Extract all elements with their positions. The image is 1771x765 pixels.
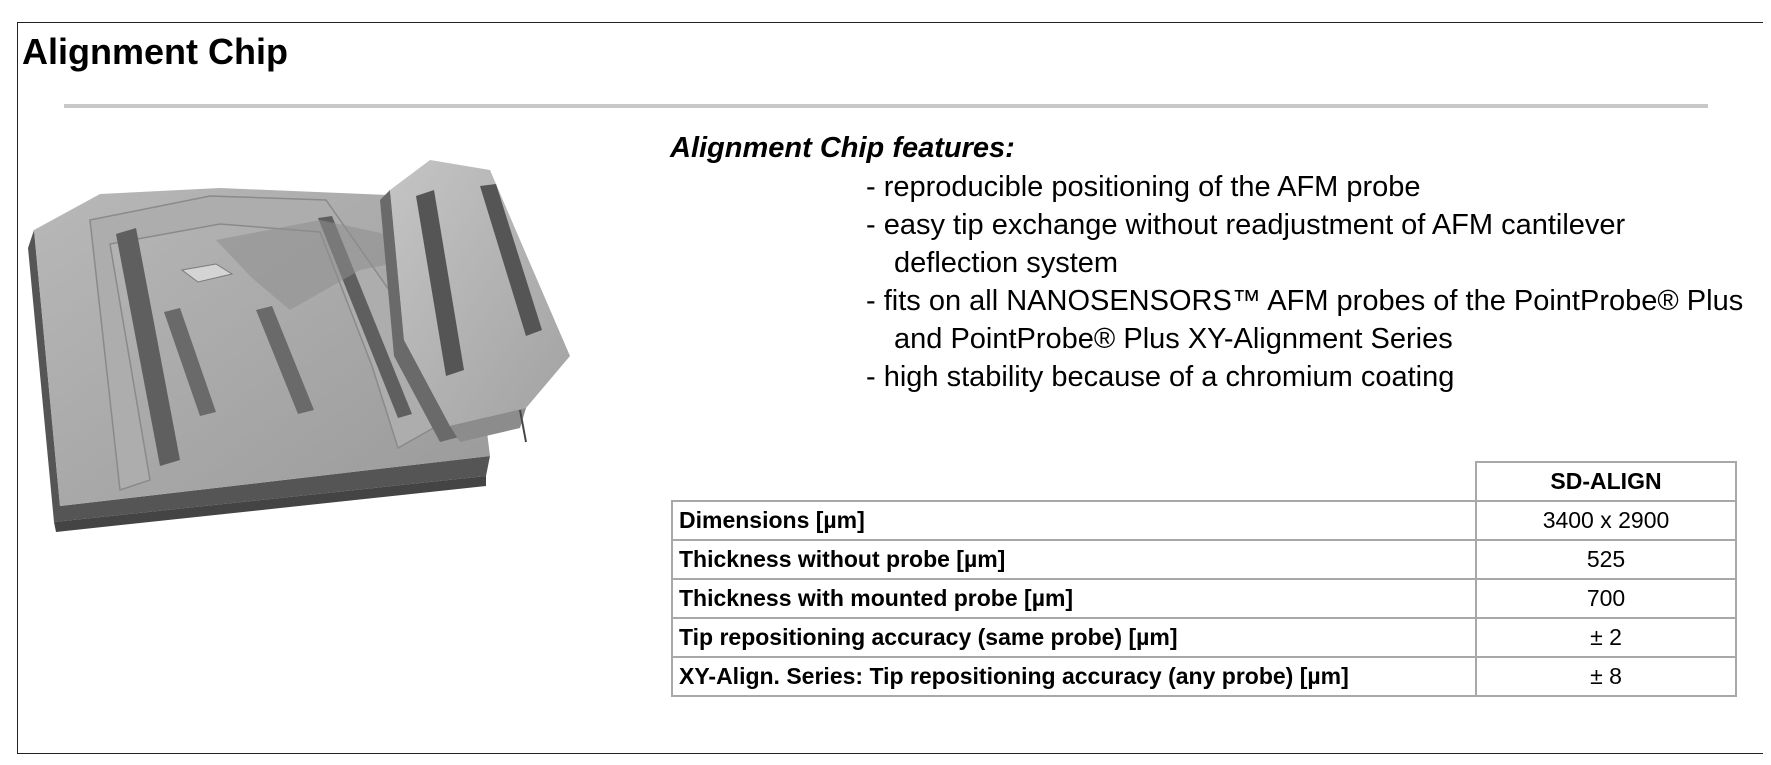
specifications-table: SD-ALIGN Dimensions [µm] 3400 x 2900 Thi… bbox=[671, 461, 1737, 697]
table-row: Dimensions [µm] 3400 x 2900 bbox=[671, 500, 1737, 541]
row-value: 700 bbox=[1475, 578, 1737, 619]
table-row: Thickness without probe [µm] 525 bbox=[671, 539, 1737, 580]
alignment-chip-image bbox=[28, 160, 570, 532]
page-title: Alignment Chip bbox=[22, 31, 288, 72]
row-value: ± 2 bbox=[1475, 617, 1737, 658]
feature-item: - high stability because of a chromium c… bbox=[866, 361, 1455, 393]
row-label: Thickness with mounted probe [µm] bbox=[671, 578, 1477, 619]
column-header: SD-ALIGN bbox=[1475, 461, 1737, 502]
row-value: ± 8 bbox=[1475, 656, 1737, 697]
row-value: 3400 x 2900 bbox=[1475, 500, 1737, 541]
table-row: Tip repositioning accuracy (same probe) … bbox=[671, 617, 1737, 658]
table-row: XY-Align. Series: Tip repositioning accu… bbox=[671, 656, 1737, 697]
table-corner-cell bbox=[672, 462, 1477, 502]
row-label: XY-Align. Series: Tip repositioning accu… bbox=[671, 656, 1477, 697]
title-divider bbox=[64, 104, 1708, 108]
features-list: - reproducible positioning of the AFM pr… bbox=[866, 168, 1756, 396]
row-label: Thickness without probe [µm] bbox=[671, 539, 1477, 580]
row-value: 525 bbox=[1475, 539, 1737, 580]
row-label: Dimensions [µm] bbox=[671, 500, 1477, 541]
row-label: Tip repositioning accuracy (same probe) … bbox=[671, 617, 1477, 658]
feature-item: - easy tip exchange without readjustment… bbox=[866, 209, 1626, 279]
page-frame bbox=[17, 22, 1763, 754]
feature-item: - reproducible positioning of the AFM pr… bbox=[866, 171, 1421, 203]
feature-item: - fits on all NANOSENSORS™ AFM probes of… bbox=[866, 285, 1744, 355]
table-row: Thickness with mounted probe [µm] 700 bbox=[671, 578, 1737, 619]
features-heading: Alignment Chip features: bbox=[670, 132, 1015, 164]
